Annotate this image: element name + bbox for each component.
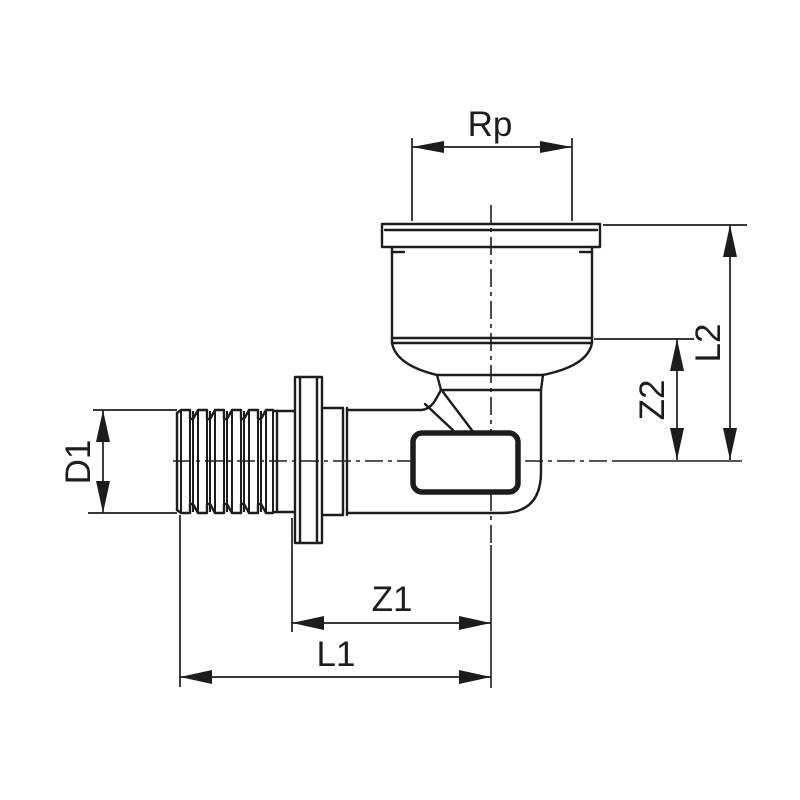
spigot-collar <box>275 409 297 514</box>
dim-rp: Rp <box>411 105 573 221</box>
stop-flange <box>293 375 324 545</box>
dim-label-rp: Rp <box>468 105 513 144</box>
arrow-up-icon <box>96 410 110 442</box>
arrow-left-icon <box>180 670 212 684</box>
dim-d1: D1 <box>59 409 177 514</box>
dim-label-z1: Z1 <box>372 580 413 619</box>
dim-label-z2: Z2 <box>633 380 672 421</box>
dim-z2: Z2 <box>594 338 694 460</box>
fitting-outline <box>175 222 602 545</box>
dim-label-d1: D1 <box>59 440 98 485</box>
arrow-left-icon <box>412 141 444 153</box>
dim-l2: L2 <box>603 224 747 460</box>
arrow-up-icon <box>670 339 684 371</box>
arrow-down-icon <box>670 428 684 460</box>
arrow-down-icon <box>96 481 110 513</box>
arrow-right-icon <box>459 616 491 630</box>
press-cylinder <box>320 406 349 517</box>
arrow-down-icon <box>723 428 737 460</box>
barb-ring-edges <box>180 411 274 512</box>
arrow-right-icon <box>459 670 491 684</box>
dim-label-l1: L1 <box>317 635 356 674</box>
elbow-body <box>345 388 543 515</box>
hex-flats <box>410 430 521 495</box>
arrow-left-icon <box>292 616 324 630</box>
barbed-spigot <box>175 408 279 515</box>
arrow-up-icon <box>723 225 737 257</box>
dim-label-l2: L2 <box>689 324 728 363</box>
dim-z1: Z1 <box>291 518 491 632</box>
arrow-right-icon <box>540 141 572 153</box>
dim-l1: L1 <box>179 515 491 687</box>
socket-female-thread <box>380 222 602 392</box>
